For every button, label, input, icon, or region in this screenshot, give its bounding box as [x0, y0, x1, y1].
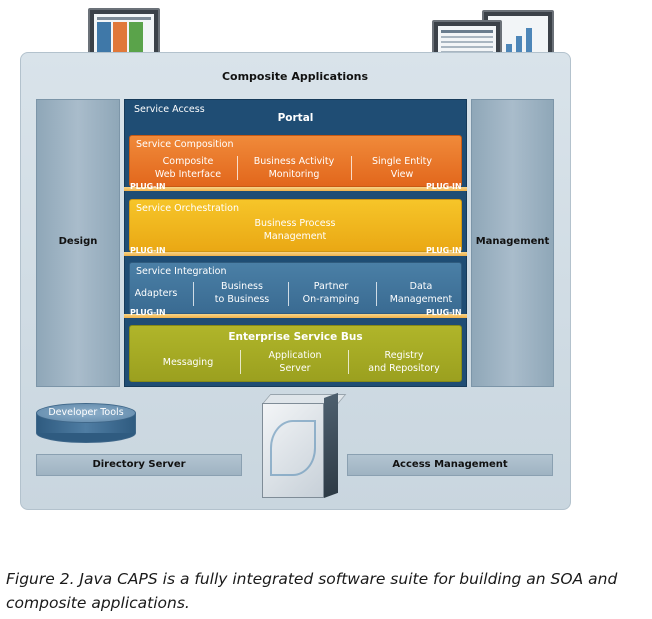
management-label: Management	[475, 236, 550, 247]
plugin-label-right: PLUG-IN	[426, 182, 462, 191]
plugin-label-left: PLUG-IN	[130, 182, 166, 191]
service-orchestration-header: Service Orchestration	[136, 203, 239, 214]
service-orchestration-band	[129, 199, 462, 252]
service-composition-band	[129, 135, 462, 187]
plugin-label-right: PLUG-IN	[426, 308, 462, 317]
design-label: Design	[58, 236, 98, 247]
service-composition-header: Service Composition	[136, 139, 234, 150]
service-integration-band	[129, 262, 462, 314]
single-entity-view: Single Entity View	[372, 156, 432, 180]
plugin-label-right: PLUG-IN	[426, 246, 462, 255]
plugin-bar	[124, 252, 467, 256]
business-process-management: Business Process Management	[254, 218, 336, 242]
plugin-label-left: PLUG-IN	[130, 246, 166, 255]
business-activity-monitoring: Business Activity Monitoring	[253, 156, 335, 180]
figure-caption: Figure 2. Java CAPS is a fully integrate…	[6, 570, 618, 612]
messaging: Messaging	[162, 357, 214, 368]
service-integration-header: Service Integration	[136, 266, 227, 277]
registry-and-repository: Registry and Repository	[368, 350, 440, 374]
management-column: Management	[471, 99, 554, 387]
access-management-bar: Access Management	[347, 454, 553, 476]
data-management: Data Management	[389, 281, 453, 305]
esb-title: Enterprise Service Bus	[228, 331, 363, 343]
composite-web-interface: Composite Web Interface	[154, 156, 222, 180]
adapters: Adapters	[134, 288, 178, 299]
business-to-business: Business to Business	[214, 281, 270, 305]
service-access-header: Service Access	[134, 104, 205, 115]
panel-title: Composite Applications	[221, 70, 369, 83]
plugin-label-left: PLUG-IN	[130, 308, 166, 317]
developer-tools-label: Developer Tools	[48, 407, 124, 418]
plugin-bar	[124, 314, 467, 318]
application-server: Application Server	[268, 350, 322, 374]
directory-server-bar: Directory Server	[36, 454, 242, 476]
portal-title: Portal	[277, 112, 314, 124]
partner-on-ramping: Partner On-ramping	[302, 281, 360, 305]
design-column: Design	[36, 99, 120, 387]
plugin-bar	[124, 187, 467, 191]
enterprise-service-bus-band	[129, 325, 462, 382]
monitor-icon	[88, 8, 160, 64]
